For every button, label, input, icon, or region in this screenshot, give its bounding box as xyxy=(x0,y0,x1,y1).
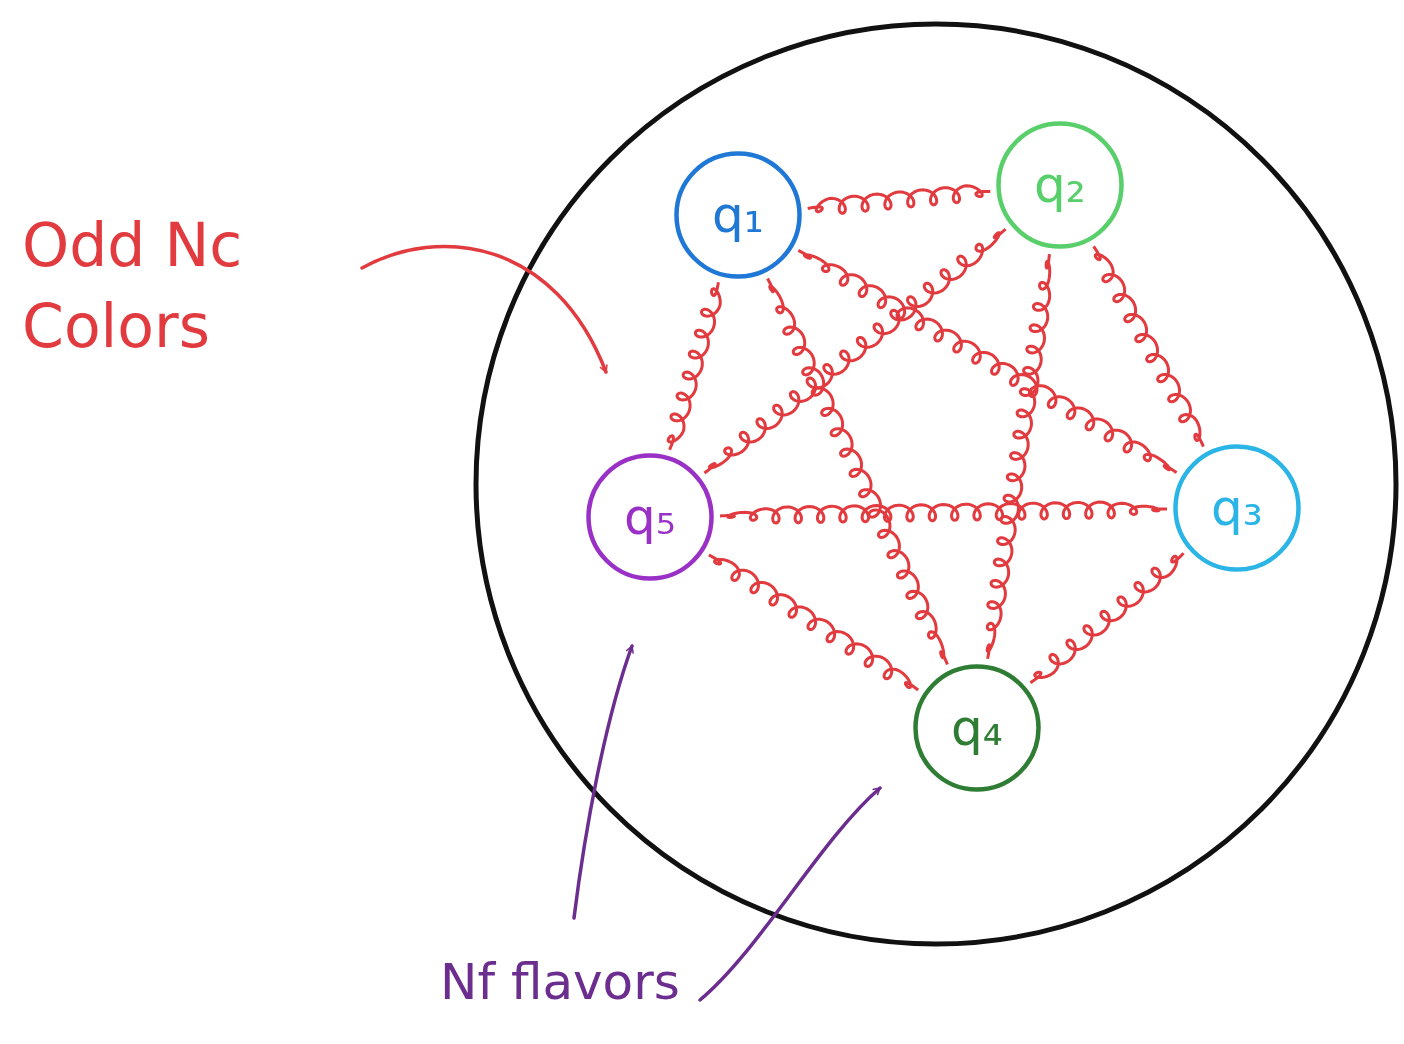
pointer-arrow xyxy=(362,246,606,372)
quark-label: q₂ xyxy=(1034,160,1086,210)
hadron-boundary xyxy=(476,24,1396,944)
gluon-line xyxy=(768,278,948,664)
pointer-arrow xyxy=(574,646,632,918)
quark-circle: q₅ xyxy=(586,453,714,581)
quark-label: q₁ xyxy=(712,190,764,240)
annotation-box: Nf flavors xyxy=(440,952,860,1012)
gluon-line xyxy=(987,254,1050,659)
quark-outline-circle xyxy=(999,124,1122,247)
quark-label: q₃ xyxy=(1211,483,1263,533)
gluon-line xyxy=(709,555,918,690)
quark-circle: q₃ xyxy=(1173,444,1301,572)
gluon-line xyxy=(668,282,720,450)
quark-outline-circle xyxy=(589,456,712,579)
gluon-line xyxy=(808,186,991,214)
gluon-line xyxy=(720,502,1167,523)
quark-circle: q₄ xyxy=(913,664,1041,792)
gluon-line xyxy=(1094,246,1204,446)
quark-label: q₄ xyxy=(951,703,1003,753)
quark-outline-circle xyxy=(916,667,1039,790)
quark-circle: q₁ xyxy=(674,151,802,279)
gluon-line xyxy=(798,250,1176,472)
annotation-box: Odd Nc Colors xyxy=(22,205,312,367)
pointer-arrow xyxy=(700,788,880,1000)
flavors-annotation: Nf flavors xyxy=(440,953,680,1011)
quark-outline-circle xyxy=(1176,447,1299,570)
gluon-line xyxy=(1030,553,1183,683)
quark-label: q₅ xyxy=(624,492,676,542)
quark-circle: q₂ xyxy=(996,121,1124,249)
quark-outline-circle xyxy=(677,154,800,277)
colors-annotation: Odd Nc Colors xyxy=(22,210,242,361)
